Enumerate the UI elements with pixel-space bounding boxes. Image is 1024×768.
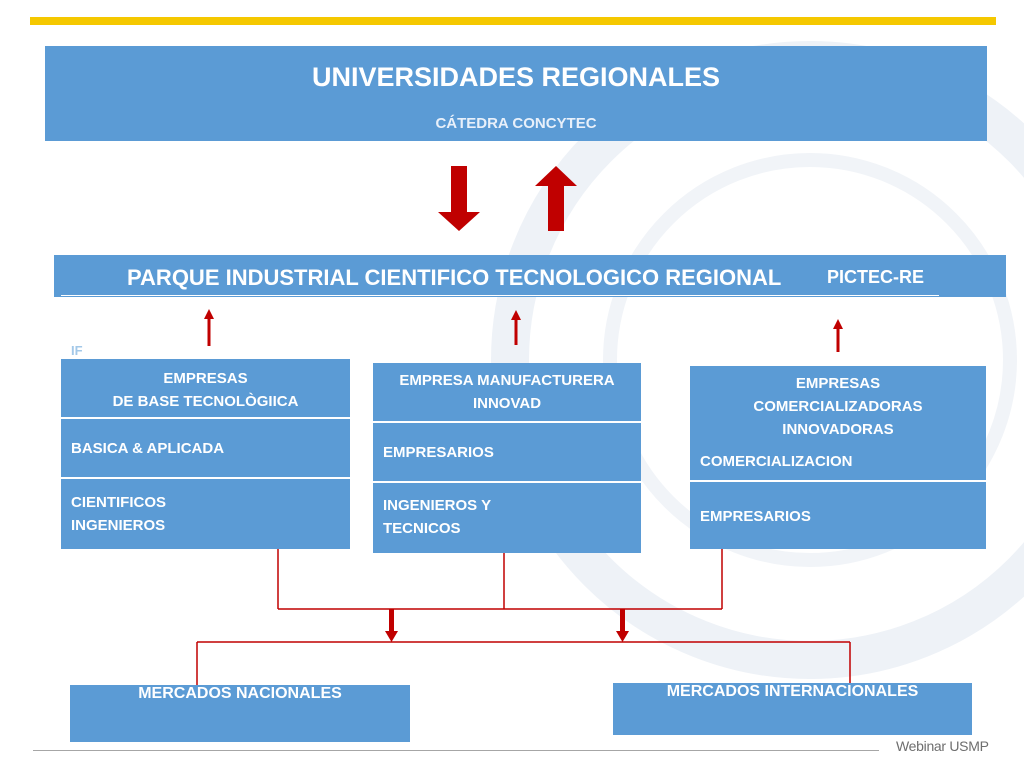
column-1-title-line-1: EMPRESAS bbox=[163, 370, 248, 387]
universities-header-box: UNIVERSIDADES REGIONALES CÁTEDRA CONCYTE… bbox=[45, 46, 987, 141]
column-2-row-2-line-2: TECNICOS bbox=[383, 520, 461, 537]
footer-line bbox=[33, 750, 879, 751]
header-title: UNIVERSIDADES REGIONALES bbox=[311, 62, 721, 92]
park-acronym: PICTEC-RE bbox=[827, 267, 925, 287]
international-markets-box: MERCADOS INTERNACIONALES bbox=[613, 683, 972, 735]
column-2-row-2-line-1: INGENIEROS Y bbox=[383, 497, 492, 514]
column-2-title: EMPRESA MANUFACTURERA INNOVAD bbox=[373, 369, 641, 415]
top-accent-line bbox=[30, 17, 996, 25]
column-1-row-2: CIENTIFICOS INGENIEROS bbox=[71, 491, 166, 537]
column-1-title: EMPRESAS DE BASE TECNOLÒGIICA bbox=[61, 367, 350, 413]
header-subtitle: CÁTEDRA CONCYTEC bbox=[435, 115, 597, 132]
international-markets-label: MERCADOS INTERNACIONALES bbox=[666, 683, 919, 700]
column-1-separator-2 bbox=[61, 477, 350, 479]
column-2-title-line-2: INNOVAD bbox=[472, 395, 542, 412]
column-1-row-2-line-2: INGENIEROS bbox=[71, 517, 166, 534]
small-up-arrow-icon bbox=[833, 319, 843, 352]
column-2-separator-1 bbox=[373, 421, 641, 423]
column-3-row-1: COMERCIALIZACION bbox=[700, 453, 853, 470]
industrial-park-box: PARQUE INDUSTRIAL CIENTIFICO TECNOLOGICO… bbox=[54, 255, 1006, 297]
column-commercial: EMPRESAS COMERCIALIZADORAS INNOVADORAS C… bbox=[690, 366, 986, 549]
park-title: PARQUE INDUSTRIAL CIENTIFICO TECNOLOGICO… bbox=[127, 265, 782, 290]
column-1-separator-1 bbox=[61, 417, 350, 419]
down-arrow-icon bbox=[385, 609, 398, 642]
column-1-row-2-line-1: CIENTIFICOS bbox=[71, 494, 167, 511]
column-manufacturing: EMPRESA MANUFACTURERA INNOVAD EMPRESARIO… bbox=[373, 363, 641, 553]
footer-brand: Webinar USMP bbox=[896, 738, 989, 754]
small-up-arrow-icon bbox=[511, 310, 521, 345]
column-3-title-line-2: COMERCIALIZADORAS bbox=[753, 398, 923, 415]
park-underline bbox=[61, 295, 939, 296]
column-2-title-line-1: EMPRESA MANUFACTURERA bbox=[399, 372, 615, 389]
down-arrow-icon bbox=[438, 166, 480, 231]
up-arrow-icon bbox=[535, 166, 577, 231]
column-1-row-1: BASICA & APLICADA bbox=[71, 440, 225, 457]
column-3-title-line-3: INNOVADORAS bbox=[782, 421, 894, 438]
column-2-row-1: EMPRESARIOS bbox=[383, 444, 494, 461]
national-markets-box: MERCADOS NACIONALES bbox=[70, 685, 410, 742]
national-markets-label: MERCADOS NACIONALES bbox=[138, 685, 342, 702]
column-2-separator-2 bbox=[373, 481, 641, 483]
column-tech-companies: EMPRESAS DE BASE TECNOLÒGIICA BASICA & A… bbox=[61, 359, 350, 549]
column-2-row-2: INGENIEROS Y TECNICOS bbox=[383, 494, 491, 540]
column-3-row-2: EMPRESARIOS bbox=[700, 508, 811, 525]
column-1-title-line-2: DE BASE TECNOLÒGIICA bbox=[112, 393, 299, 410]
column-3-title: EMPRESAS COMERCIALIZADORAS INNOVADORAS bbox=[690, 372, 986, 441]
small-up-arrow-icon bbox=[204, 309, 214, 346]
column-3-separator bbox=[690, 480, 986, 482]
if-label: IF bbox=[71, 343, 83, 358]
column-3-title-line-1: EMPRESAS bbox=[795, 375, 881, 392]
connector-lines bbox=[196, 549, 851, 685]
down-arrow-icon bbox=[616, 609, 629, 642]
